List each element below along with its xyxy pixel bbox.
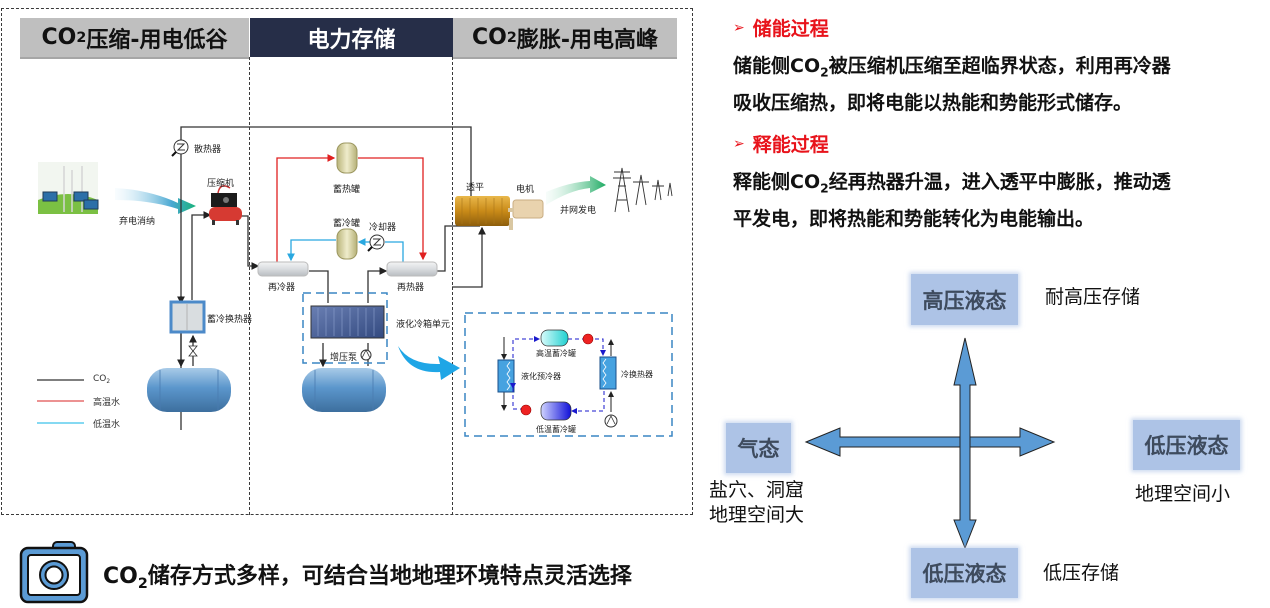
release-process-title: ➢ 释能过程 bbox=[733, 130, 829, 157]
process-diagram bbox=[37, 126, 673, 437]
release-process-text: 释能侧CO2经再热器升温，进入透平中膨胀，推动透 平发电，即将热能和势能转化为电… bbox=[733, 164, 1253, 238]
cold-exchanger-icon bbox=[599, 356, 617, 390]
paragraph-line: 释能侧CO2经再热器升温，进入透平中膨胀，推动透 bbox=[733, 164, 1253, 201]
header-text: 膨胀-用电高峰 bbox=[516, 27, 658, 53]
label-compressor: 压缩机 bbox=[207, 179, 235, 189]
legend-label: CO bbox=[93, 374, 107, 384]
generator-icon bbox=[512, 199, 544, 219]
header-text: 电力存储 bbox=[307, 27, 396, 53]
booster-pump-icon bbox=[360, 349, 372, 361]
cold-storage-hx-icon bbox=[169, 300, 206, 334]
bullet-arrow-icon: ➢ bbox=[733, 19, 745, 36]
state-gas: 气态 bbox=[726, 423, 791, 473]
label-grid: 并网发电 bbox=[560, 206, 597, 216]
label-cold-tank: 蓄冷罐 bbox=[333, 219, 361, 229]
label-high-temp-cold-tank: 高温蓄冷罐 bbox=[536, 349, 576, 358]
liquefaction-expand-arrow bbox=[398, 346, 460, 380]
footer-co: CO bbox=[103, 564, 138, 589]
text-part: 储能侧CO bbox=[733, 55, 821, 77]
paragraph-line: 吸收压缩热，即将电能以热能和势能形式储存。 bbox=[733, 92, 1133, 114]
text-part: 释能侧CO bbox=[733, 171, 821, 193]
note-line: 盐穴、洞窟 bbox=[709, 479, 805, 501]
liquefaction-detail-box bbox=[464, 312, 673, 437]
state-high-pressure-liquid: 高压液态 bbox=[911, 274, 1018, 325]
label-low-temp-cold-tank: 低温蓄冷罐 bbox=[536, 425, 576, 434]
storage-process-text: 储能侧CO2被压缩机压缩至超临界状态，利用再冷器 吸收压缩热，即将电能以热能和势… bbox=[733, 48, 1253, 122]
note-line: 地理空间大 bbox=[709, 504, 805, 526]
header-co: CO bbox=[472, 25, 507, 50]
label-generator: 电机 bbox=[516, 185, 535, 195]
column-divider bbox=[249, 57, 250, 515]
legend-co2: CO2 bbox=[93, 374, 111, 386]
pump-icon bbox=[604, 414, 618, 428]
note-low-pressure-bottom: 低压存储 bbox=[1043, 562, 1120, 584]
label-cold-storage-hx: 蓄冷换热器 bbox=[207, 315, 253, 325]
solar-cold-box-icon bbox=[310, 305, 385, 339]
label-recooler: 再冷器 bbox=[268, 283, 296, 293]
diagram-frame bbox=[1, 8, 693, 515]
renewable-energy-icon bbox=[38, 162, 99, 214]
cold-tank-icon bbox=[336, 228, 358, 260]
co2-tank-left bbox=[147, 368, 231, 412]
co2-tank-middle bbox=[302, 368, 386, 412]
header-co: CO bbox=[41, 25, 77, 50]
legend-hot-water: 高温水 bbox=[93, 398, 121, 408]
liquefaction-unit-box bbox=[302, 292, 388, 364]
label-booster-pump: 增压泵 bbox=[330, 353, 358, 363]
low-temp-cold-tank-icon bbox=[540, 401, 572, 421]
power-pylon-icon bbox=[613, 167, 673, 213]
camera-icon bbox=[19, 541, 89, 604]
high-temp-cold-tank-icon bbox=[540, 329, 569, 347]
title-text: 储能过程 bbox=[752, 18, 829, 40]
label-cooler: 冷却器 bbox=[369, 223, 397, 233]
note-low-pressure-right: 地理空间小 bbox=[1135, 483, 1231, 505]
label-cold-exchanger: 冷换热器 bbox=[621, 370, 653, 379]
header-storage: 电力存储 bbox=[250, 18, 453, 57]
footer-text: CO2储存方式多样，可结合当地地理环境特点灵活选择 bbox=[103, 558, 632, 592]
heat-tank-icon bbox=[336, 142, 358, 174]
text-part: 经再热器升温，进入透平中膨胀，推动透 bbox=[828, 171, 1171, 193]
note-high-pressure: 耐高压存储 bbox=[1045, 286, 1141, 308]
bullet-arrow-icon: ➢ bbox=[733, 135, 745, 152]
state-low-pressure-liquid-bottom: 低压液态 bbox=[911, 548, 1018, 598]
text-sub: 2 bbox=[820, 65, 829, 80]
legend-sub: 2 bbox=[106, 379, 111, 386]
legend-cold-water: 低温水 bbox=[93, 420, 121, 430]
label-reheater: 再热器 bbox=[397, 283, 425, 293]
label-turbine: 透平 bbox=[466, 183, 485, 193]
state-low-pressure-liquid-right: 低压液态 bbox=[1133, 420, 1240, 470]
precooler-icon bbox=[497, 359, 515, 393]
title-text: 释能过程 bbox=[752, 134, 829, 156]
label-radiator: 散热器 bbox=[194, 145, 222, 155]
reheater-icon bbox=[386, 261, 438, 277]
paragraph-line: 储能侧CO2被压缩机压缩至超临界状态，利用再冷器 bbox=[733, 48, 1253, 85]
valve-icon bbox=[188, 345, 198, 357]
circulation-pump-icon bbox=[582, 333, 594, 345]
recooler-icon bbox=[257, 261, 309, 277]
grid-arrow bbox=[546, 176, 606, 205]
text-part: 被压缩机压缩至超临界状态，利用再冷器 bbox=[828, 55, 1171, 77]
label-precooler: 液化预冷器 bbox=[521, 372, 561, 381]
note-gas: 盐穴、洞窟 地理空间大 bbox=[709, 478, 804, 528]
label-heat-tank: 蓄热罐 bbox=[333, 185, 361, 195]
storage-process-title: ➢ 储能过程 bbox=[733, 14, 829, 41]
label-liquefaction-unit: 液化冷箱单元 bbox=[396, 320, 451, 330]
circulation-pump-icon bbox=[520, 404, 532, 416]
footer-sub: 2 bbox=[137, 576, 148, 592]
column-divider bbox=[452, 57, 453, 515]
footer-main: 储存方式多样，可结合当地地理环境特点灵活选择 bbox=[147, 564, 632, 589]
horizontal-arrow bbox=[804, 427, 1056, 457]
turbine-icon bbox=[455, 196, 510, 226]
paragraph-line: 平发电，即将热能和势能转化为电能输出。 bbox=[733, 208, 1095, 230]
text-sub: 2 bbox=[820, 181, 829, 196]
curtailment-arrow bbox=[115, 188, 196, 214]
compressor-icon bbox=[209, 185, 242, 225]
header-text: 压缩-用电低谷 bbox=[86, 27, 228, 53]
label-curtailment: 弃电消纳 bbox=[119, 217, 156, 227]
